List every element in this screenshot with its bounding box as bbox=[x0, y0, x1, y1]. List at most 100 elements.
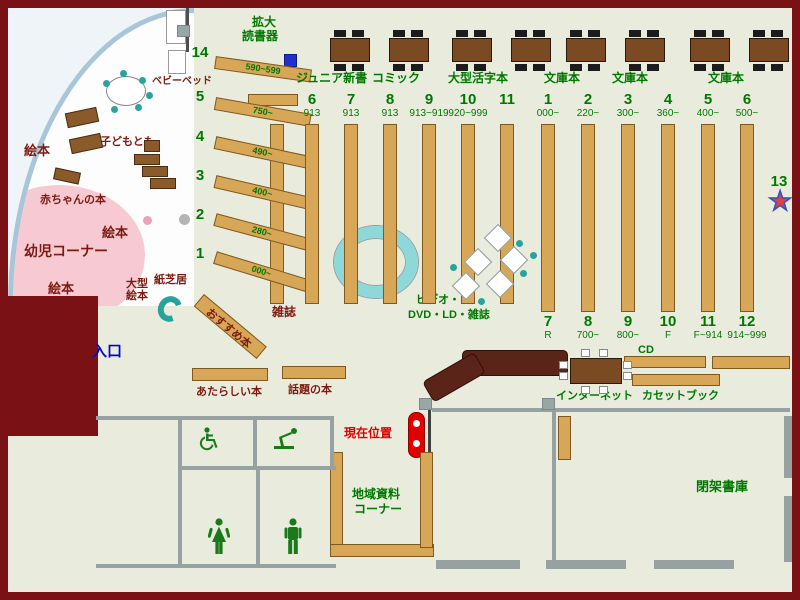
shelf-range: 920~999 bbox=[448, 108, 488, 119]
current-location-marker bbox=[408, 412, 425, 458]
shelf-number: 6 bbox=[307, 91, 317, 108]
shelf-range-bottom: 914~999 bbox=[727, 330, 767, 341]
wall-segment bbox=[784, 416, 792, 478]
local-corner-shelf bbox=[330, 544, 434, 557]
shelf-number-bottom: 11 bbox=[700, 313, 716, 330]
kids-table bbox=[144, 140, 160, 152]
shelf-number-bottom: 10 bbox=[659, 313, 677, 330]
shelf-column bbox=[305, 124, 319, 304]
shelf-range: 500~ bbox=[735, 108, 759, 119]
wall-segment bbox=[256, 468, 260, 568]
chair bbox=[456, 30, 468, 37]
label-topic-books: 話題の本 bbox=[288, 384, 332, 396]
label-cassette: カセットブック bbox=[642, 390, 719, 402]
chair bbox=[694, 64, 706, 71]
shelf-range: 000~ bbox=[536, 108, 560, 119]
internet-chair bbox=[581, 386, 590, 394]
internet-chair bbox=[559, 372, 568, 380]
chair bbox=[712, 30, 724, 37]
kids-stool bbox=[146, 92, 153, 99]
shelf-column bbox=[621, 124, 635, 312]
chair bbox=[515, 64, 527, 71]
side-shelf bbox=[558, 416, 571, 460]
kids-table bbox=[142, 166, 168, 177]
chair bbox=[533, 64, 545, 71]
kids-table bbox=[134, 154, 160, 165]
marker-dot bbox=[413, 420, 420, 427]
new-books-shelf bbox=[192, 368, 268, 381]
reading-table bbox=[330, 38, 370, 62]
label-video-2: DVD・LD・雑誌 bbox=[408, 309, 490, 321]
shelf-number-bottom: 12 bbox=[738, 313, 756, 330]
shelf-range: 360~ bbox=[656, 108, 680, 119]
shelf-range-bottom: R bbox=[544, 330, 552, 341]
chair bbox=[771, 30, 783, 37]
wall-segment bbox=[436, 560, 520, 569]
reading-table bbox=[749, 38, 789, 62]
label-kamishibai: 紙芝居 bbox=[154, 274, 187, 286]
shelf-column bbox=[541, 124, 555, 312]
fan-shelf-number: 3 bbox=[195, 167, 205, 184]
shelf-column bbox=[701, 124, 715, 312]
chair bbox=[474, 64, 486, 71]
label-reader-device-1: 拡大 bbox=[252, 15, 277, 29]
kids-stool bbox=[111, 106, 118, 113]
shelf-category-label: 大型活字本 bbox=[448, 71, 509, 85]
chair bbox=[588, 30, 600, 37]
chair bbox=[334, 30, 346, 37]
shelf-range: 913 bbox=[342, 108, 360, 119]
star-icon: ★ bbox=[767, 186, 793, 216]
shelf-column bbox=[422, 124, 436, 304]
chair bbox=[474, 30, 486, 37]
label-new-books: あたらしい本 bbox=[196, 386, 262, 398]
wall-segment bbox=[178, 416, 182, 568]
marker-dot bbox=[413, 440, 420, 447]
pillar bbox=[177, 25, 190, 37]
chair bbox=[694, 30, 706, 37]
shelf-number: 10 bbox=[459, 91, 477, 108]
label-shelf-13: 13 bbox=[770, 173, 788, 190]
label-ehon-top: 絵本 bbox=[24, 143, 51, 158]
baby-changing-icon bbox=[272, 426, 300, 457]
shelf-column bbox=[383, 124, 397, 304]
man-icon bbox=[284, 518, 302, 561]
shelf-range-bottom: 700~ bbox=[576, 330, 600, 341]
kids-stool bbox=[135, 104, 142, 111]
label-closed-stacks: 閉架書庫 bbox=[696, 479, 749, 494]
entrance-wall-block bbox=[8, 296, 98, 436]
label-kodomotomo: 子どもとも bbox=[100, 136, 155, 148]
shelf-column bbox=[581, 124, 595, 312]
shelf-number: 9 bbox=[424, 91, 434, 108]
pillar bbox=[419, 398, 432, 410]
internet-chair bbox=[623, 372, 632, 380]
shelf-number: 1 bbox=[543, 91, 553, 108]
reading-table bbox=[690, 38, 730, 62]
shelf-number: 7 bbox=[346, 91, 356, 108]
wall-segment bbox=[784, 496, 792, 562]
chair bbox=[393, 64, 405, 71]
shelf-number: 2 bbox=[583, 91, 593, 108]
kids-stool bbox=[120, 70, 127, 77]
reading-table bbox=[511, 38, 551, 62]
label-ehon-bottom: 絵本 bbox=[48, 281, 75, 296]
shelf-category-label: 文庫本 bbox=[708, 71, 745, 85]
chair bbox=[533, 30, 545, 37]
topic-books-shelf bbox=[282, 366, 346, 379]
label-baby-bed: ベビーベッド bbox=[152, 76, 212, 87]
fan-shelf-number: 14 bbox=[191, 44, 209, 61]
label-magazines: 雑誌 bbox=[272, 305, 297, 319]
wall-segment bbox=[96, 564, 336, 568]
wall-segment bbox=[428, 398, 431, 460]
wall-segment bbox=[432, 408, 790, 412]
chair bbox=[515, 30, 527, 37]
chair bbox=[411, 30, 423, 37]
bin bbox=[179, 214, 190, 225]
wall-segment bbox=[330, 416, 334, 470]
wall-segment bbox=[546, 560, 626, 569]
shelf-category-label: 文庫本 bbox=[612, 71, 649, 85]
shelf-range: 913~919 bbox=[409, 108, 449, 119]
chair bbox=[588, 64, 600, 71]
chair bbox=[570, 64, 582, 71]
internet-chair bbox=[599, 349, 608, 357]
